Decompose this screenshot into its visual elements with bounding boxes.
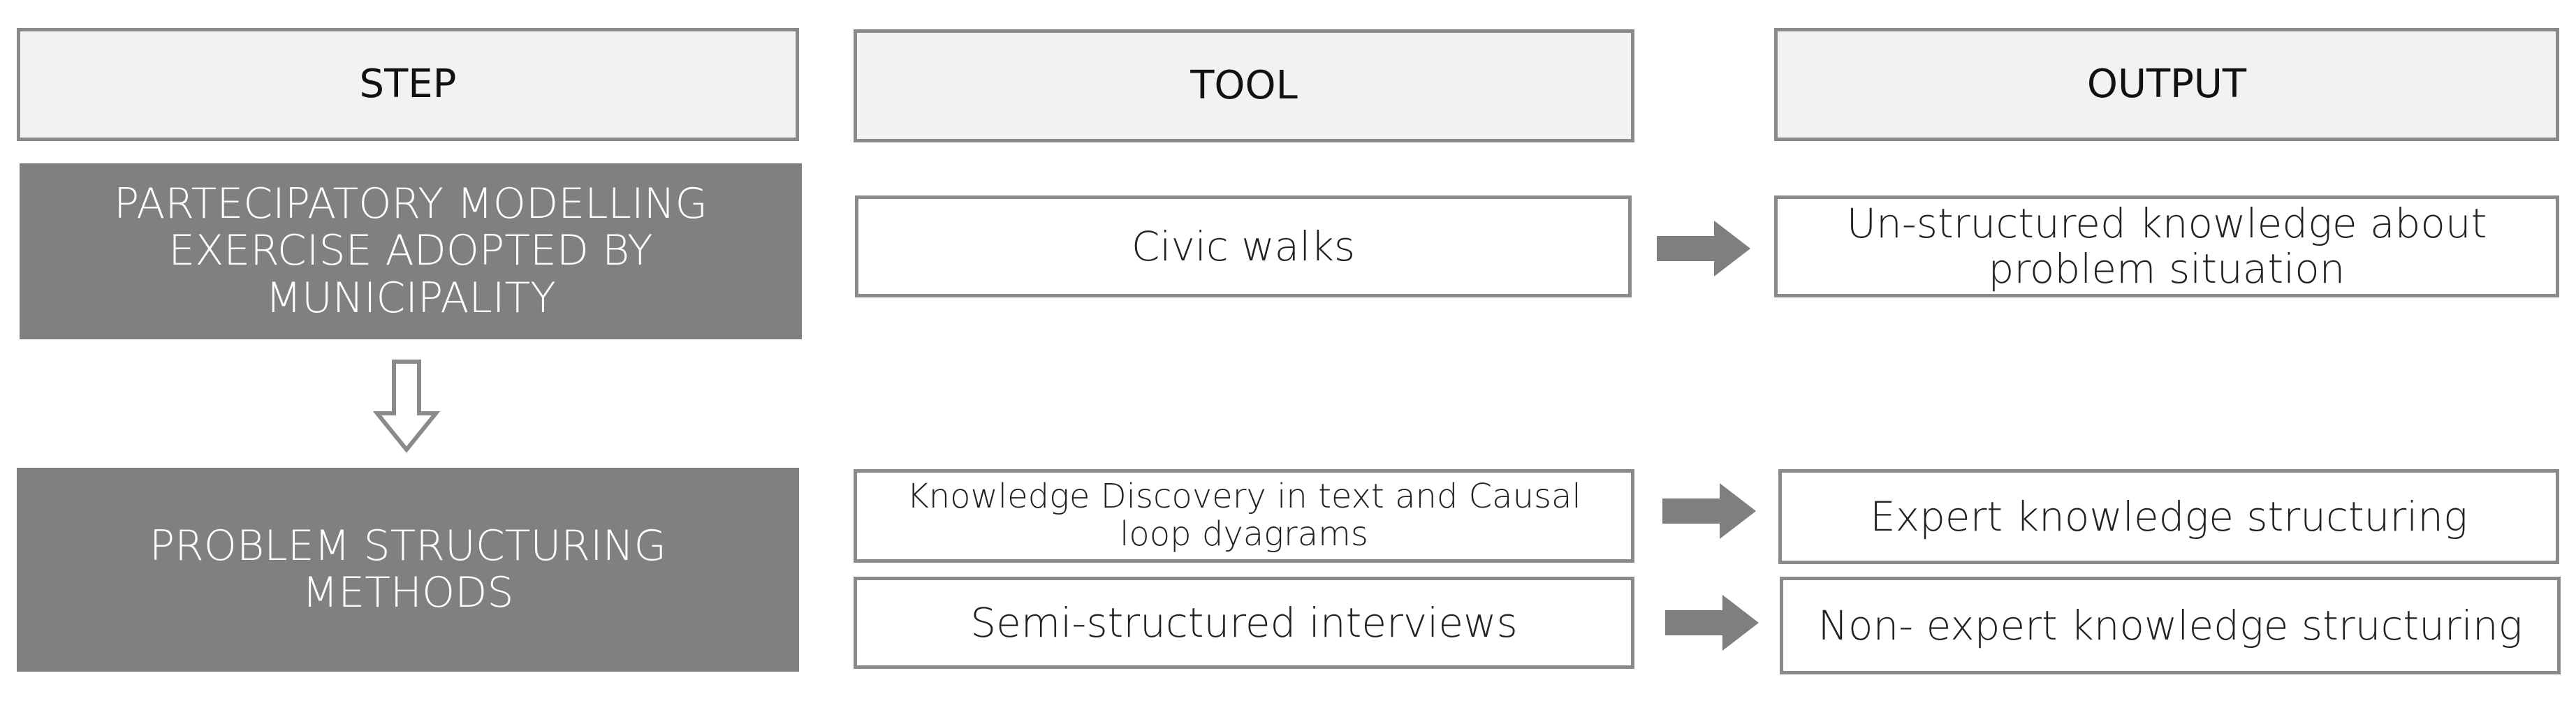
step-participatory-modelling: PARTECIPATORY MODELLING EXERCISE ADOPTED… [20, 163, 802, 339]
header-tool: TOOL [854, 29, 1634, 142]
step-problem-structuring: PROBLEM STRUCTURING METHODS [17, 468, 799, 672]
down-arrow-icon [373, 360, 440, 453]
tool-civic-walks: Civic walks [855, 195, 1632, 297]
output-non-expert-knowledge: Non- expert knowledge structuring [1780, 577, 2561, 674]
header-step: STEP [17, 28, 799, 141]
tool-semi-structured-interviews: Semi-structured interviews [854, 577, 1634, 669]
tool-knowledge-discovery: Knowledge Discovery in text and Causal l… [854, 469, 1634, 563]
header-output: OUTPUT [1774, 28, 2559, 141]
right-arrow-icon [1657, 221, 1750, 276]
right-arrow-icon [1662, 483, 1756, 539]
output-unstructured-knowledge: Un-structured knowledge about problem si… [1774, 195, 2559, 297]
right-arrow-icon [1665, 595, 1759, 651]
output-expert-knowledge: Expert knowledge structuring [1778, 469, 2559, 564]
